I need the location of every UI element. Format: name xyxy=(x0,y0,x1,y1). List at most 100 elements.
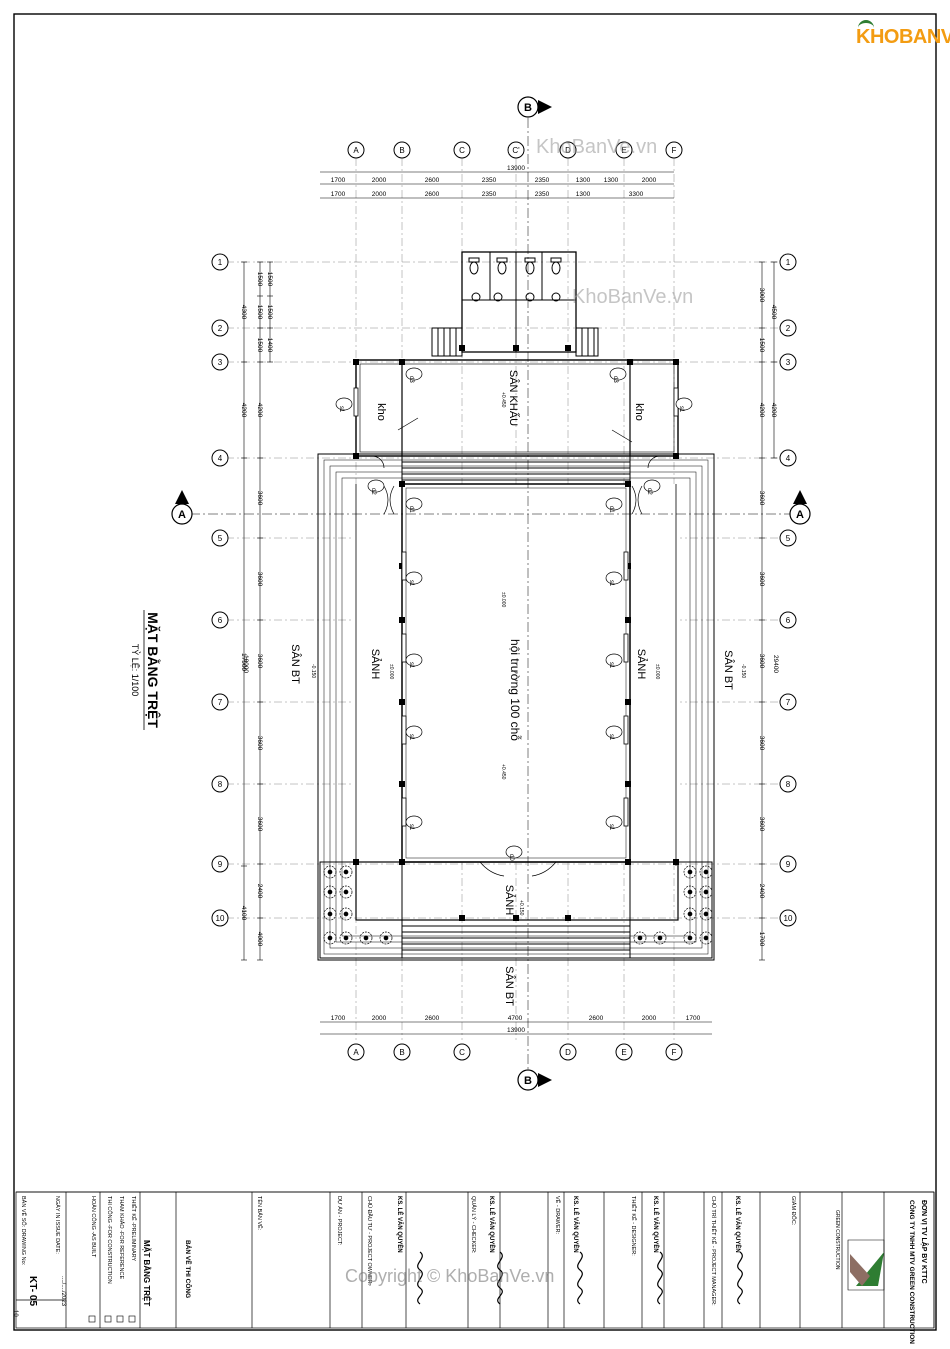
dim-top-row1: 1700 xyxy=(331,177,346,184)
grid-bubble-col-top: D xyxy=(559,141,577,159)
tb-unit: ĐƠN VỊ TV LẬP BV KTTC xyxy=(920,1200,929,1284)
dim-left-detail: 1400 xyxy=(266,338,273,353)
grid-bubble-row-right: 7 xyxy=(779,693,797,711)
tb-owner: CHỦ ĐẦU TƯ - PROJECT OWNER: xyxy=(366,1196,373,1286)
structural-column xyxy=(625,781,631,787)
room-hall: hội trường 100 chỗ xyxy=(508,639,523,741)
grid-bubble-col-top: E xyxy=(615,141,633,159)
dim-top-row1: 1300 xyxy=(576,177,591,184)
status-checkbox xyxy=(88,1315,96,1323)
grid-label: C' xyxy=(512,146,520,155)
structural-column xyxy=(625,617,631,623)
door-tag: s1 xyxy=(605,571,623,587)
dim-top-row1: 2350 xyxy=(535,177,550,184)
grid-label: 8 xyxy=(786,780,791,789)
structural-column xyxy=(399,781,405,787)
level-lobby-left: ±0.000 xyxy=(388,664,394,679)
grid-bubble-col-bottom: C xyxy=(453,1043,471,1061)
dim-left-outer: 17900 xyxy=(240,653,247,671)
door-tag: s1 xyxy=(605,725,623,741)
window xyxy=(401,715,407,745)
dim-left-detail: 1500 xyxy=(266,272,273,287)
dim-top-row2: 2350 xyxy=(535,191,550,198)
logo-hat-icon xyxy=(858,20,874,33)
level-yard-right: -0.150 xyxy=(740,664,746,678)
tb-company: CÔNG TY TNHH MTV GREEN CONSTRUCTION xyxy=(908,1200,917,1344)
structural-column xyxy=(459,915,465,921)
grid-label: C xyxy=(459,146,465,155)
dim-left-detail: 1500 xyxy=(266,305,273,320)
grid-bubble-col-top: C xyxy=(453,141,471,159)
tb-sheet: 10 xyxy=(12,1310,18,1317)
grid-label: 3 xyxy=(218,358,223,367)
signature xyxy=(577,1251,583,1305)
dim-top-row1: 2600 xyxy=(425,177,440,184)
window xyxy=(623,551,629,581)
door-tag-label: s1 xyxy=(408,734,414,741)
window xyxy=(623,797,629,827)
tb-checker: QUẢN LÝ - CHECKER: xyxy=(470,1196,477,1254)
grid-bubble-row-right: 10 xyxy=(779,909,797,927)
section-mark-a-left: A xyxy=(171,490,193,525)
structural-column xyxy=(399,859,405,865)
grid-bubble-row-left: 2 xyxy=(211,319,229,337)
grid-label: 5 xyxy=(218,534,223,543)
structural-column xyxy=(353,453,359,459)
dim-left-inner: 4200 xyxy=(256,403,263,418)
structural-column xyxy=(625,859,631,865)
door-tag: d2 xyxy=(643,479,661,495)
grid-bubble-row-right: 1 xyxy=(779,253,797,271)
window xyxy=(401,633,407,663)
section-label: A xyxy=(178,509,186,521)
dim-top-row2: 2600 xyxy=(425,191,440,198)
tree-icon xyxy=(699,865,713,879)
watermark-middle: KhoBanVe.vn xyxy=(572,286,694,308)
tree-icon xyxy=(699,931,713,945)
dim-left-inner: 3600 xyxy=(256,572,263,587)
grid-label: 3 xyxy=(786,358,791,367)
tb-engineer-4: KS. LÊ VĂN QUYỀN xyxy=(488,1196,496,1253)
door-tag: d3 xyxy=(609,367,627,383)
tb-designer: THIẾT KẾ - DESIGNER: xyxy=(630,1196,637,1256)
dim-right-inner: 3600 xyxy=(758,654,765,669)
level-lobby-right: ±0.000 xyxy=(654,664,660,679)
sheet-border xyxy=(13,13,937,1331)
grid-label: D xyxy=(565,1048,571,1057)
door-tag-label: s1 xyxy=(608,824,614,831)
dim-bottom-row: 2600 xyxy=(589,1015,604,1022)
grid-label: A xyxy=(353,1048,359,1057)
tree-icon xyxy=(699,885,713,899)
status-checkbox xyxy=(128,1315,136,1323)
window xyxy=(401,797,407,827)
door-tag: s1 xyxy=(405,815,423,831)
grid-bubble-row-left: 10 xyxy=(211,909,229,927)
dim-bottom-row: 2000 xyxy=(642,1015,657,1022)
door-tag: s1 xyxy=(675,397,693,413)
door-tag-label: s1 xyxy=(408,580,414,587)
section-mark-a-right: A xyxy=(789,490,811,525)
room-store-left: kho xyxy=(375,403,387,421)
dim-top-row1: 1300 xyxy=(604,177,619,184)
door-tag-label: s1 xyxy=(678,406,684,413)
structural-column xyxy=(625,699,631,705)
window xyxy=(353,387,359,417)
dim-left-outer: 4200 xyxy=(240,403,247,418)
room-yard-left: SÂN BT xyxy=(289,644,302,684)
tree-icon xyxy=(359,931,373,945)
dim-left-inner: 1500 xyxy=(256,305,263,320)
tb-engineer: KS. LÊ VĂN QUYỀN xyxy=(734,1196,742,1253)
signature xyxy=(497,1251,503,1305)
door-tag-label: d0 xyxy=(508,854,514,861)
section-label: B xyxy=(524,102,532,114)
grid-bubble-col-top: B xyxy=(393,141,411,159)
grid-label: 8 xyxy=(218,780,223,789)
grid-label: B xyxy=(399,1048,404,1057)
tree-icon xyxy=(633,931,647,945)
tb-issue-date: ..../..../2023 xyxy=(60,1276,66,1307)
drawing-title: MẶT BẰNG TRỆT xyxy=(145,612,162,728)
brand-logo: KHOBANVE xyxy=(852,20,950,52)
structural-column xyxy=(565,915,571,921)
tb-issue-label: NGÀY IN ISSUE DATE: xyxy=(54,1196,61,1254)
dim-top-row1: 2350 xyxy=(482,177,497,184)
grid-label: C xyxy=(459,1048,465,1057)
